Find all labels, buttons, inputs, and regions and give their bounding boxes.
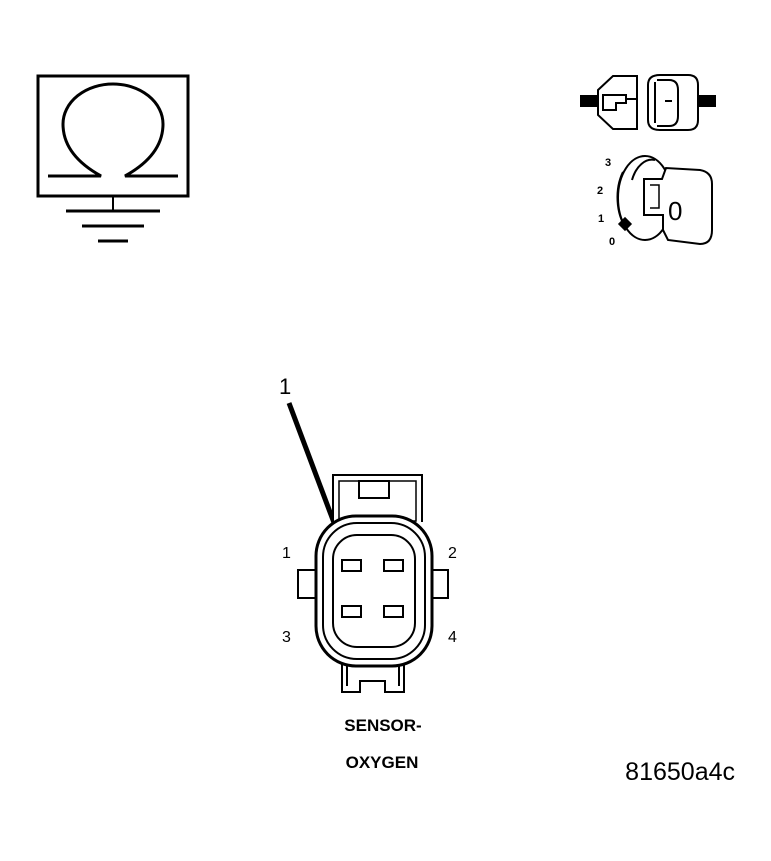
connector-disconnect-icon — [580, 74, 716, 131]
connector-caption-line2: OXYGEN — [346, 753, 419, 772]
pin-cavity-4 — [383, 605, 404, 618]
ohmmeter-symbol — [36, 74, 190, 243]
ohmmeter-frame — [36, 74, 190, 198]
pin-cavity-2 — [383, 559, 404, 572]
pin-label-2: 2 — [448, 545, 457, 562]
ignition-key-position: 0 — [668, 196, 682, 226]
pin-cavity-1 — [341, 559, 362, 572]
ground-icon — [66, 196, 160, 243]
ignition-scale-1: 1 — [598, 213, 604, 225]
pin-cavity-3 — [341, 605, 362, 618]
callout-number: 1 — [279, 374, 291, 399]
ohm-omega-icon — [48, 82, 178, 178]
oxygen-sensor-connector: 1 1 2 3 4 SENSOR- OXYGEN — [279, 374, 457, 772]
ignition-scale-2: 2 — [597, 185, 603, 197]
connector-caption-line1: SENSOR- — [344, 716, 421, 735]
figure-id: 81650a4c — [625, 758, 735, 786]
ignition-scale-0: 0 — [609, 236, 615, 248]
pin-label-1: 1 — [282, 545, 291, 562]
pin-label-3: 3 — [282, 629, 291, 646]
pin-label-4: 4 — [448, 629, 457, 646]
ignition-key-icon: 3 2 1 0 0 — [597, 155, 713, 248]
ignition-scale-3: 3 — [605, 157, 611, 169]
